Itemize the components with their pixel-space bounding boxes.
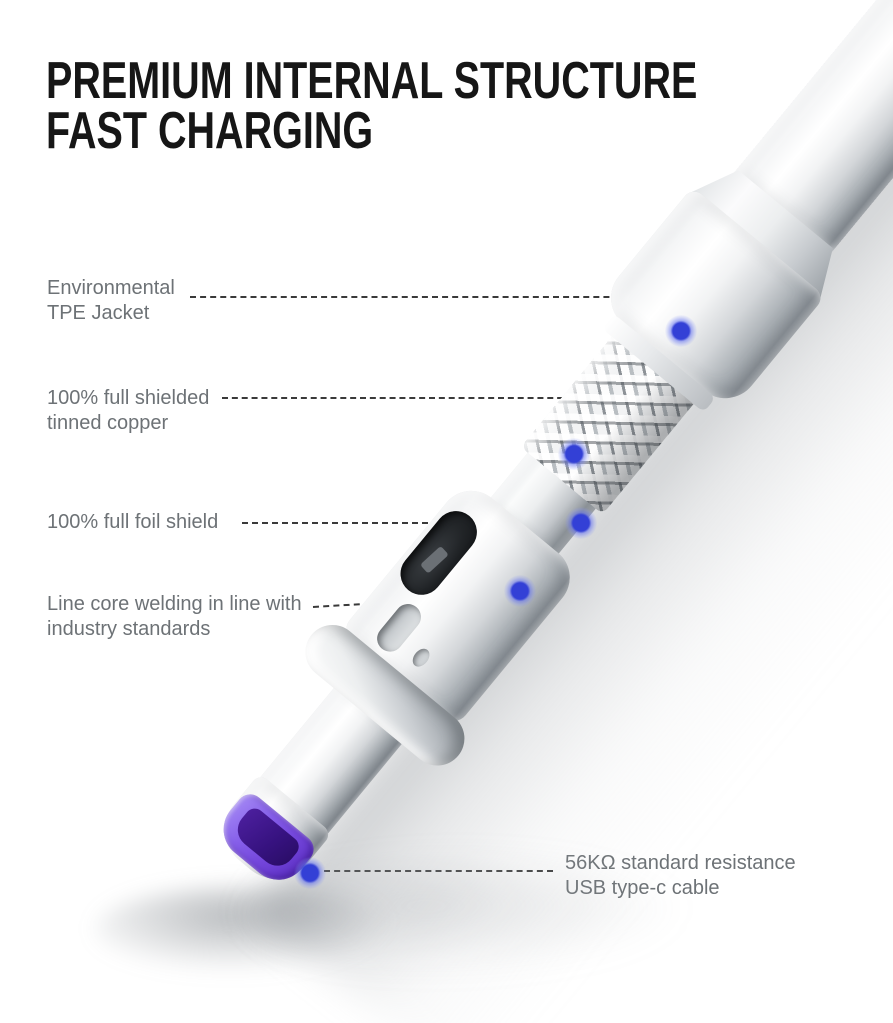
housing-cutaway-window	[391, 502, 486, 604]
callout-tpe-jacket: Environmental TPE Jacket	[47, 276, 175, 326]
leader-line-resistance	[324, 870, 553, 872]
marker-dot-line-core	[504, 575, 536, 607]
plug-floor-shadow	[95, 886, 395, 974]
callout-foil-shield: 100% full foil shield	[47, 510, 218, 535]
callout-resistance: 56KΩ standard resistance USB type-c cabl…	[565, 851, 796, 901]
callout-line: TPE Jacket	[47, 302, 150, 324]
internal-contact	[420, 545, 449, 574]
title-line-1: PREMIUM INTERNAL STRUCTURE	[46, 52, 698, 110]
callout-line: Environmental	[47, 277, 175, 299]
callout-line: 100% full shielded	[47, 387, 210, 409]
leader-line-shielded-copper	[222, 397, 573, 399]
callout-line: 56KΩ standard resistance	[565, 851, 796, 876]
page-title: PREMIUM INTERNAL STRUCTURE FAST CHARGING	[46, 52, 893, 160]
marker-dot-usbc-tip	[294, 857, 326, 889]
callout-line: USB type-c cable	[565, 876, 796, 901]
callout-line: tinned copper	[47, 412, 169, 434]
marker-dot-shielded-copper	[558, 438, 590, 470]
marker-dot-tpe-jacket	[665, 315, 697, 347]
leader-line-foil-shield	[242, 522, 568, 524]
callout-line: 100% full foil shield	[47, 511, 219, 533]
housing-vent-hole	[409, 645, 433, 670]
title-line-2: FAST CHARGING	[46, 102, 374, 160]
callout-line-core-welding: Line core welding in line with industry …	[47, 592, 302, 642]
housing-slot	[371, 598, 427, 657]
callout-line: industry standards	[47, 618, 211, 640]
callout-line: Line core welding in line with	[47, 593, 302, 615]
leader-line-tpe-jacket	[190, 296, 680, 298]
marker-dot-foil-shield	[565, 507, 597, 539]
callout-shielded-copper: 100% full shielded tinned copper	[47, 386, 209, 436]
